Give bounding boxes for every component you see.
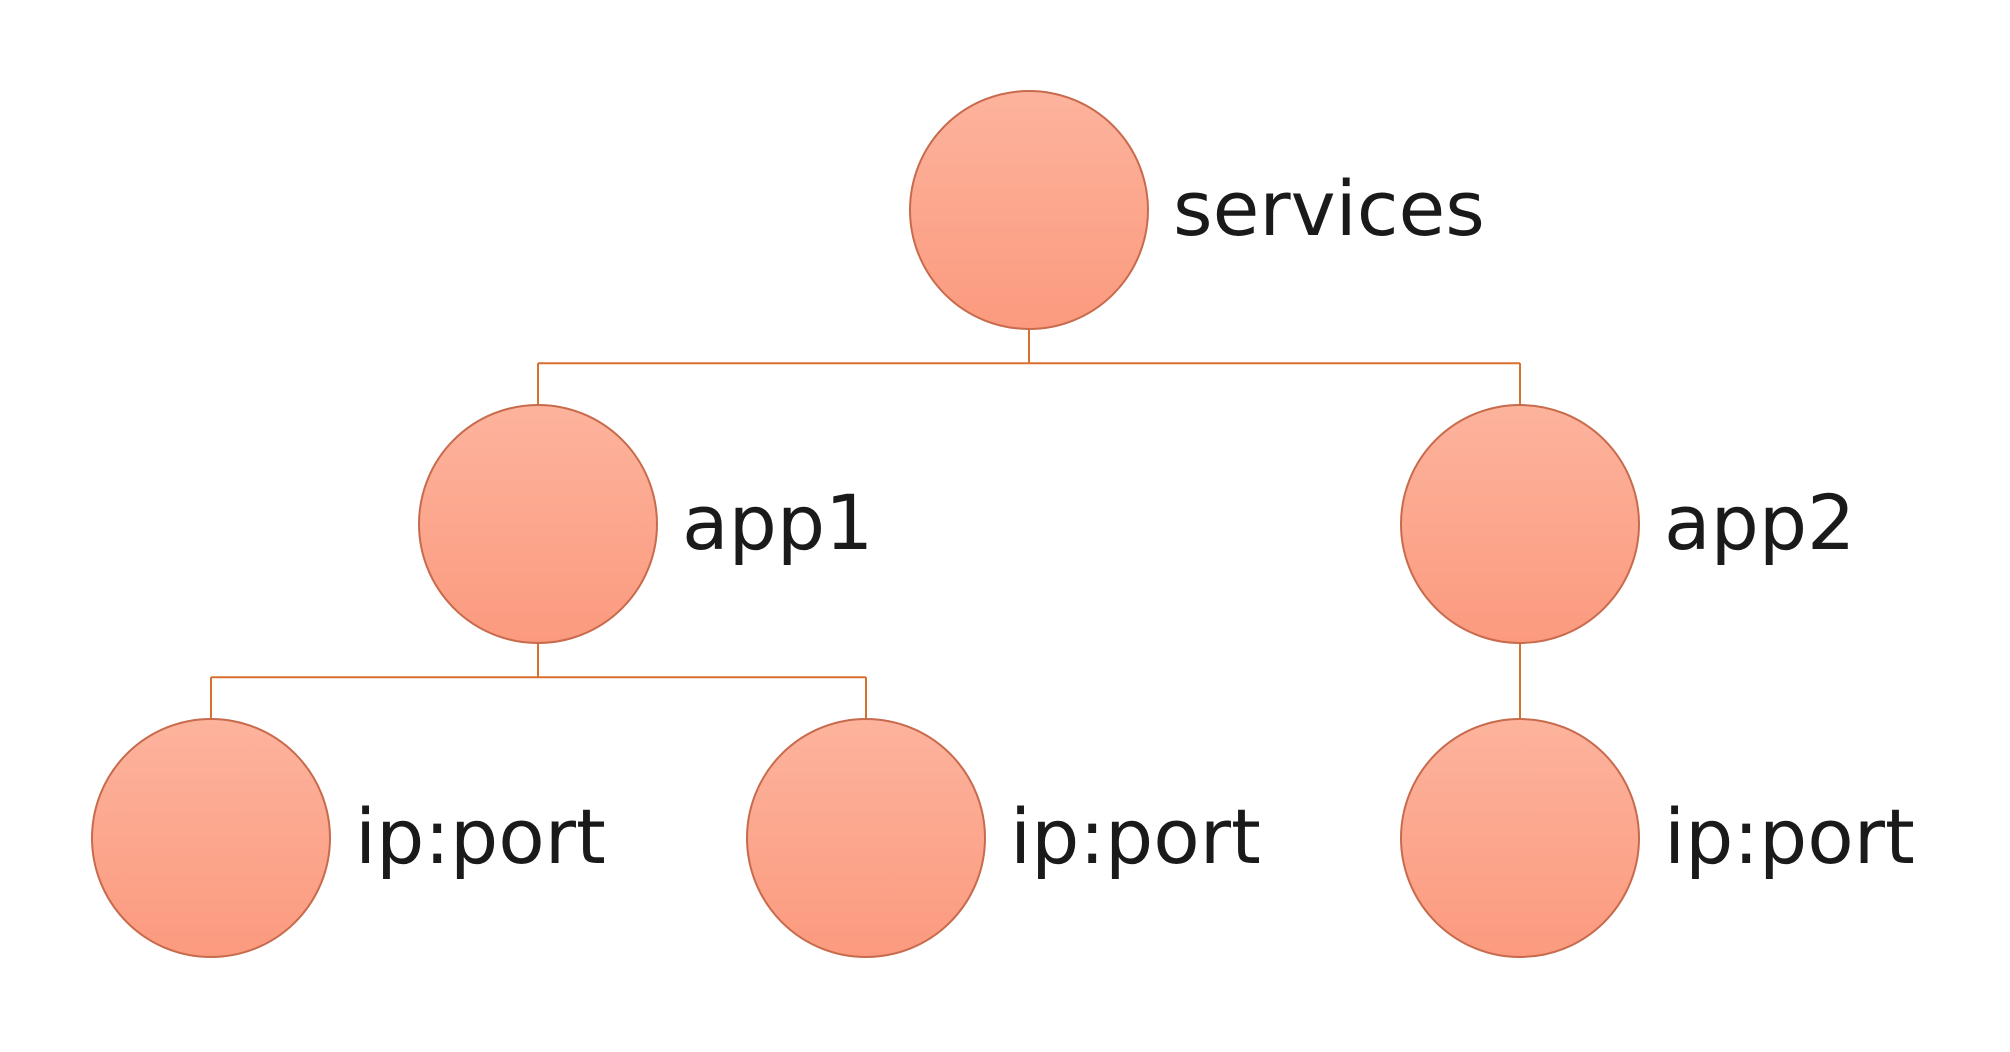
tree-nodes: services app1 app2 ip:port ip:port ip:port bbox=[91, 90, 1915, 958]
tree-node-app1-ipport-2: ip:port bbox=[746, 718, 1261, 958]
node-circle bbox=[1400, 718, 1640, 958]
node-label: app2 bbox=[1664, 478, 1855, 567]
tree-node-app1: app1 bbox=[418, 404, 873, 644]
node-label: ip:port bbox=[1664, 792, 1915, 881]
tree-node-app1-ipport-1: ip:port bbox=[91, 718, 606, 958]
node-circle bbox=[418, 404, 658, 644]
node-label: ip:port bbox=[1010, 792, 1261, 881]
tree-edges bbox=[210, 329, 1521, 719]
node-circle bbox=[909, 90, 1149, 330]
node-label: app1 bbox=[682, 478, 873, 567]
tree-node-services: services bbox=[909, 90, 1485, 330]
node-label: services bbox=[1173, 164, 1485, 253]
node-circle bbox=[1400, 404, 1640, 644]
node-label: ip:port bbox=[355, 792, 606, 881]
node-circle bbox=[91, 718, 331, 958]
tree-node-app2-ipport-1: ip:port bbox=[1400, 718, 1915, 958]
tree-node-app2: app2 bbox=[1400, 404, 1855, 644]
node-circle bbox=[746, 718, 986, 958]
